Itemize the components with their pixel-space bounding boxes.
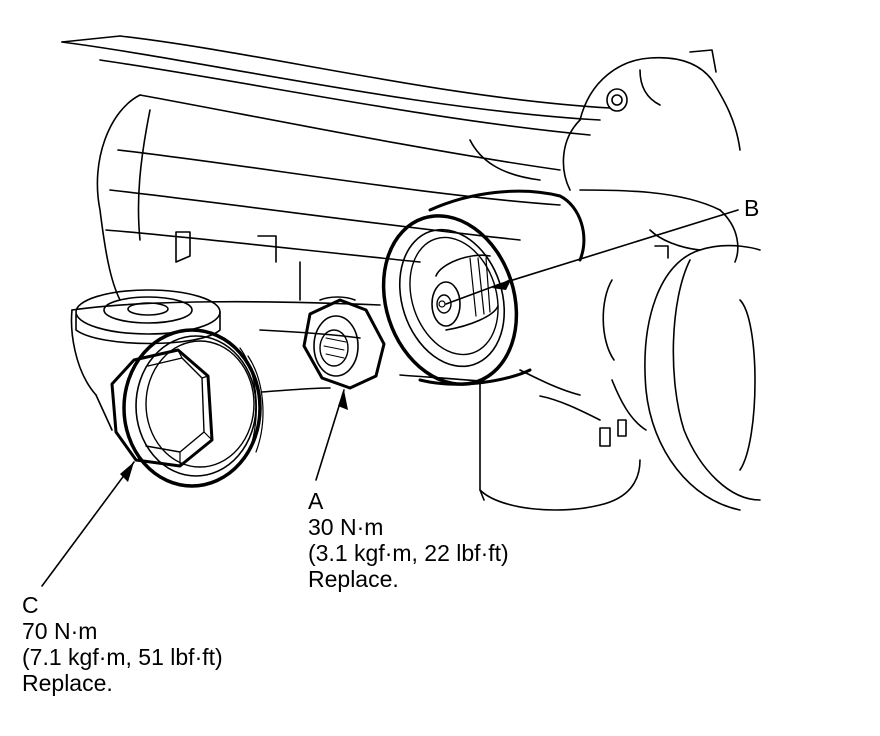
callout-a-note: Replace. (308, 566, 399, 592)
fitting-nut-a (302, 298, 386, 390)
callout-a-torque: 30 N·m (308, 514, 384, 540)
callout-c-letter: C (22, 592, 39, 618)
leader-arrowheads (120, 278, 512, 482)
callout-c-torque-alt: (7.1 kgf·m, 51 lbf·ft) (22, 644, 223, 670)
callout-a-torque-alt: (3.1 kgf·m, 22 lbf·ft) (308, 540, 509, 566)
callout-a-letter: A (308, 488, 324, 514)
arrowhead-a (338, 390, 348, 410)
plug-c (110, 328, 264, 488)
arrowhead-b (492, 278, 512, 290)
arrowhead-c (120, 462, 134, 482)
callout-c-note: Replace. (22, 670, 113, 696)
callout-b-letter: B (744, 195, 760, 221)
callout-b: B (744, 195, 759, 221)
valve-housing (479, 49, 761, 511)
callout-a: A 30 N·m (3.1 kgf·m, 22 lbf·ft) Replace. (308, 488, 509, 592)
rack-housing (61, 35, 611, 431)
callout-c-torque: 70 N·m (22, 618, 98, 644)
callout-c: C 70 N·m (7.1 kgf·m, 51 lbf·ft) Replace. (22, 592, 223, 696)
port-b (381, 189, 586, 386)
